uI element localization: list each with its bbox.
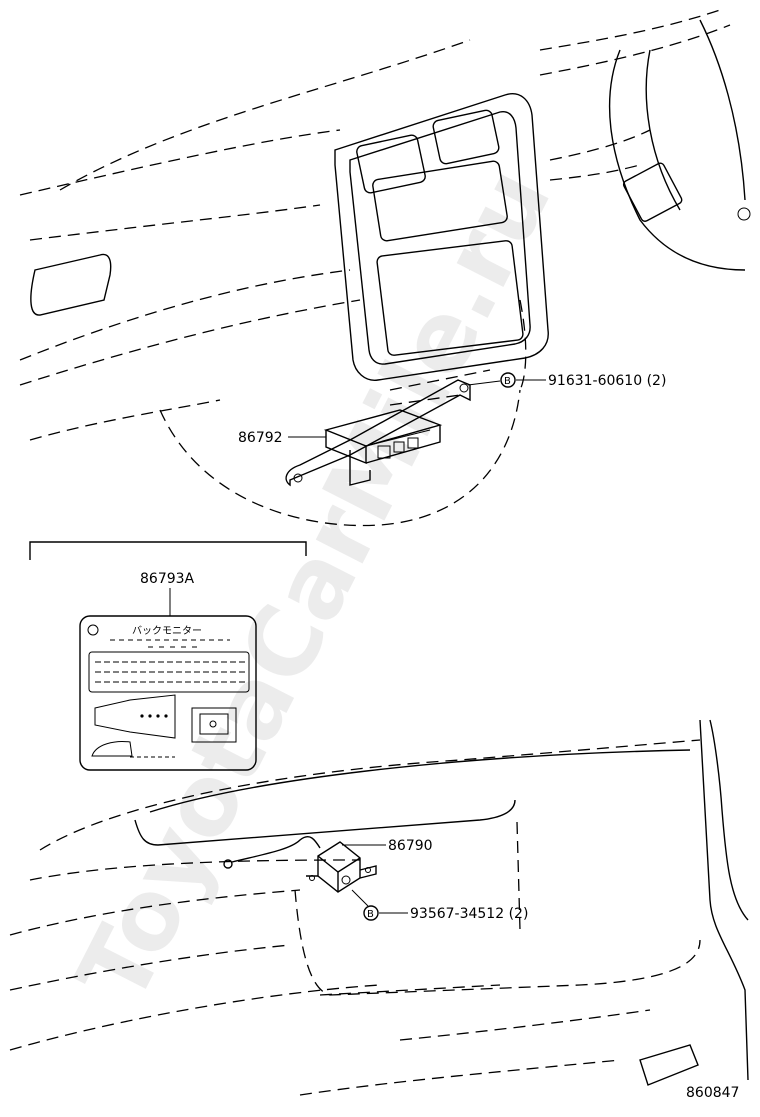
callout-93567-34512: 93567-34512 (2) — [410, 906, 528, 922]
callout-86792: 86792 — [238, 430, 283, 446]
callout-86793A: 86793A — [140, 571, 195, 587]
dashboard-outline — [19, 9, 751, 527]
screw-marker-icon — [363, 905, 379, 921]
control-unit-part — [285, 379, 471, 487]
watermark-text: ToyotaCarMile.ru — [56, 151, 573, 1021]
rear-door-outline — [9, 719, 749, 1096]
camera-callout: 86790 — [342, 838, 433, 854]
camera-part — [223, 836, 377, 893]
camera-connector — [223, 859, 233, 869]
label-sticker — [79, 615, 257, 771]
bolt-marker-icon — [500, 372, 516, 388]
diagram-number: 860847 — [686, 1085, 739, 1101]
label-sticker-group: 86793A バックモニター — [29, 541, 307, 771]
center-console — [334, 93, 549, 406]
screw-callout: B 93567-34512 (2) — [351, 889, 528, 922]
control-unit-callout: 86792 — [238, 430, 326, 446]
callout-86790: 86790 — [388, 838, 433, 854]
screw-marker-letter: B — [367, 909, 374, 920]
bolt-marker-letter: B — [504, 376, 511, 387]
callout-91631-60610: 91631-60610 (2) — [548, 373, 666, 389]
bolt-callout: B 91631-60610 (2) — [467, 372, 666, 389]
sticker-title: バックモニター — [132, 625, 202, 637]
